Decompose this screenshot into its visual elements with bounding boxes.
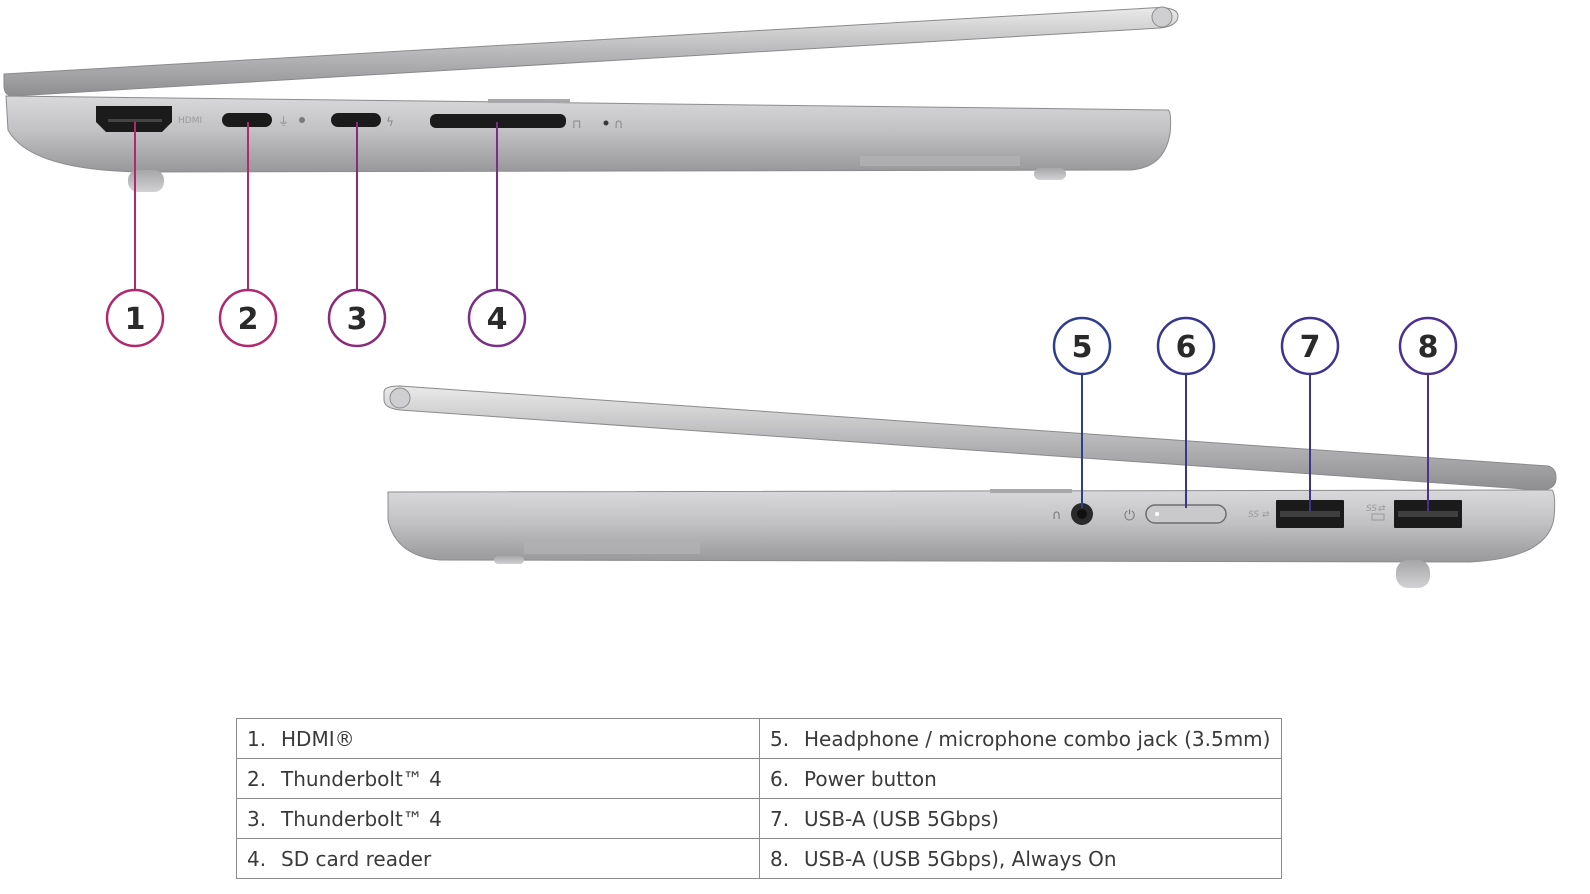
thunderbolt-port: [331, 113, 381, 127]
item-number: 7.: [770, 806, 790, 831]
foot: [494, 556, 524, 564]
callout-number: 3: [347, 302, 368, 337]
item-number: 8.: [770, 846, 790, 871]
item-label: HDMI®: [281, 726, 355, 751]
callout-number: 1: [125, 302, 146, 337]
laptop-lid: [383, 385, 1557, 491]
item-label: SD card reader: [281, 846, 432, 871]
laptop-base: [5, 95, 1172, 173]
callout-number: 7: [1300, 330, 1321, 365]
callout-circle: [467, 288, 527, 348]
item-label: USB-A (USB 5Gbps): [804, 806, 999, 831]
item-number: 4.: [247, 846, 267, 871]
table-cell: 7. USB-A (USB 5Gbps): [759, 798, 1282, 839]
laptop-lid: [3, 7, 1179, 97]
callout-number: 6: [1176, 330, 1197, 365]
battery-icon: [1371, 513, 1385, 521]
thunderbolt-icon: ϟ: [386, 115, 394, 129]
table-cell: 4. SD card reader: [236, 838, 760, 879]
callout-number: 5: [1072, 330, 1093, 365]
item-number: 2.: [247, 766, 267, 791]
callout-circle: [1156, 316, 1216, 376]
power-icon: ⏻: [1124, 508, 1135, 524]
callout-circle: [218, 288, 278, 348]
foot: [128, 170, 164, 192]
usb-ss-marking: SS: [1248, 510, 1259, 520]
table-cell: 5. Headphone / microphone combo jack (3.5…: [759, 718, 1282, 759]
table-cell: 2. Thunderbolt™ 4: [236, 758, 760, 799]
item-label: Thunderbolt™ 4: [281, 766, 442, 791]
indicator-dot: [603, 120, 609, 126]
power-plug-icon: ⏚: [278, 115, 289, 128]
sd-card-icon: ⊓: [572, 117, 581, 131]
item-number: 5.: [770, 726, 790, 751]
callout-number: 4: [487, 302, 508, 337]
callout-circle: [327, 288, 387, 348]
vent-grille: [524, 542, 700, 554]
table-cell: 6. Power button: [759, 758, 1282, 799]
table-row: 2. Thunderbolt™ 4 6. Power button: [236, 758, 1282, 799]
table-cell: 1. HDMI®: [236, 718, 760, 759]
item-label: Thunderbolt™ 4: [281, 806, 442, 831]
callout-circle: [1398, 316, 1458, 376]
callouts: 1 2 3 4 5 6 7 8: [105, 122, 1458, 512]
table-row: 4. SD card reader 8. USB-A (USB 5Gbps), Al…: [236, 838, 1282, 879]
vent-grille: [860, 156, 1020, 166]
hdmi-marking: HDMI: [178, 116, 202, 126]
usb-icon: ⇄: [1378, 504, 1386, 514]
table-cell: 8. USB-A (USB 5Gbps), Always On: [759, 838, 1282, 879]
item-number: 3.: [247, 806, 267, 831]
callout-number: 2: [238, 302, 259, 337]
hinge: [389, 387, 411, 409]
thunderbolt-port: [222, 113, 272, 127]
item-label: USB-A (USB 5Gbps), Always On: [804, 846, 1117, 871]
item-number: 1.: [247, 726, 267, 751]
usb-icon: ⇄: [1262, 510, 1270, 520]
foot: [1396, 560, 1430, 588]
item-label: Power button: [804, 766, 937, 791]
table-row: 1. HDMI® 5. Headphone / microphone combo j…: [236, 718, 1282, 759]
callout-circle: [1052, 316, 1112, 376]
item-label: Headphone / microphone combo jack (3.5mm…: [804, 726, 1271, 751]
ports-table: 1. HDMI® 5. Headphone / microphone combo j…: [236, 718, 1282, 879]
table-row: 3. Thunderbolt™ 4 7. USB-A (USB 5Gbps): [236, 798, 1282, 839]
callout-circle: [1280, 316, 1340, 376]
headset-icon: ∩: [1052, 508, 1062, 523]
sd-card-slot: [430, 114, 566, 128]
charge-indicator: [299, 117, 305, 123]
laptop-left-side-view: HDMI ⏚ ϟ ⊓ ∩: [3, 6, 1179, 192]
headset-icon: ∩: [614, 117, 624, 132]
hinge: [1151, 6, 1173, 28]
laptop-right-side-view: ∩ ⏻ SS ⇄ SS ⇄: [383, 385, 1557, 588]
laptop-ports-diagram: HDMI ⏚ ϟ ⊓ ∩ ∩ ⏻ SS ⇄: [3, 6, 1557, 588]
callout-circle: [105, 288, 165, 348]
foot: [1034, 168, 1066, 180]
item-number: 6.: [770, 766, 790, 791]
usb-ss-marking: SS: [1366, 504, 1377, 514]
table-cell: 3. Thunderbolt™ 4: [236, 798, 760, 839]
callout-number: 8: [1418, 330, 1439, 365]
